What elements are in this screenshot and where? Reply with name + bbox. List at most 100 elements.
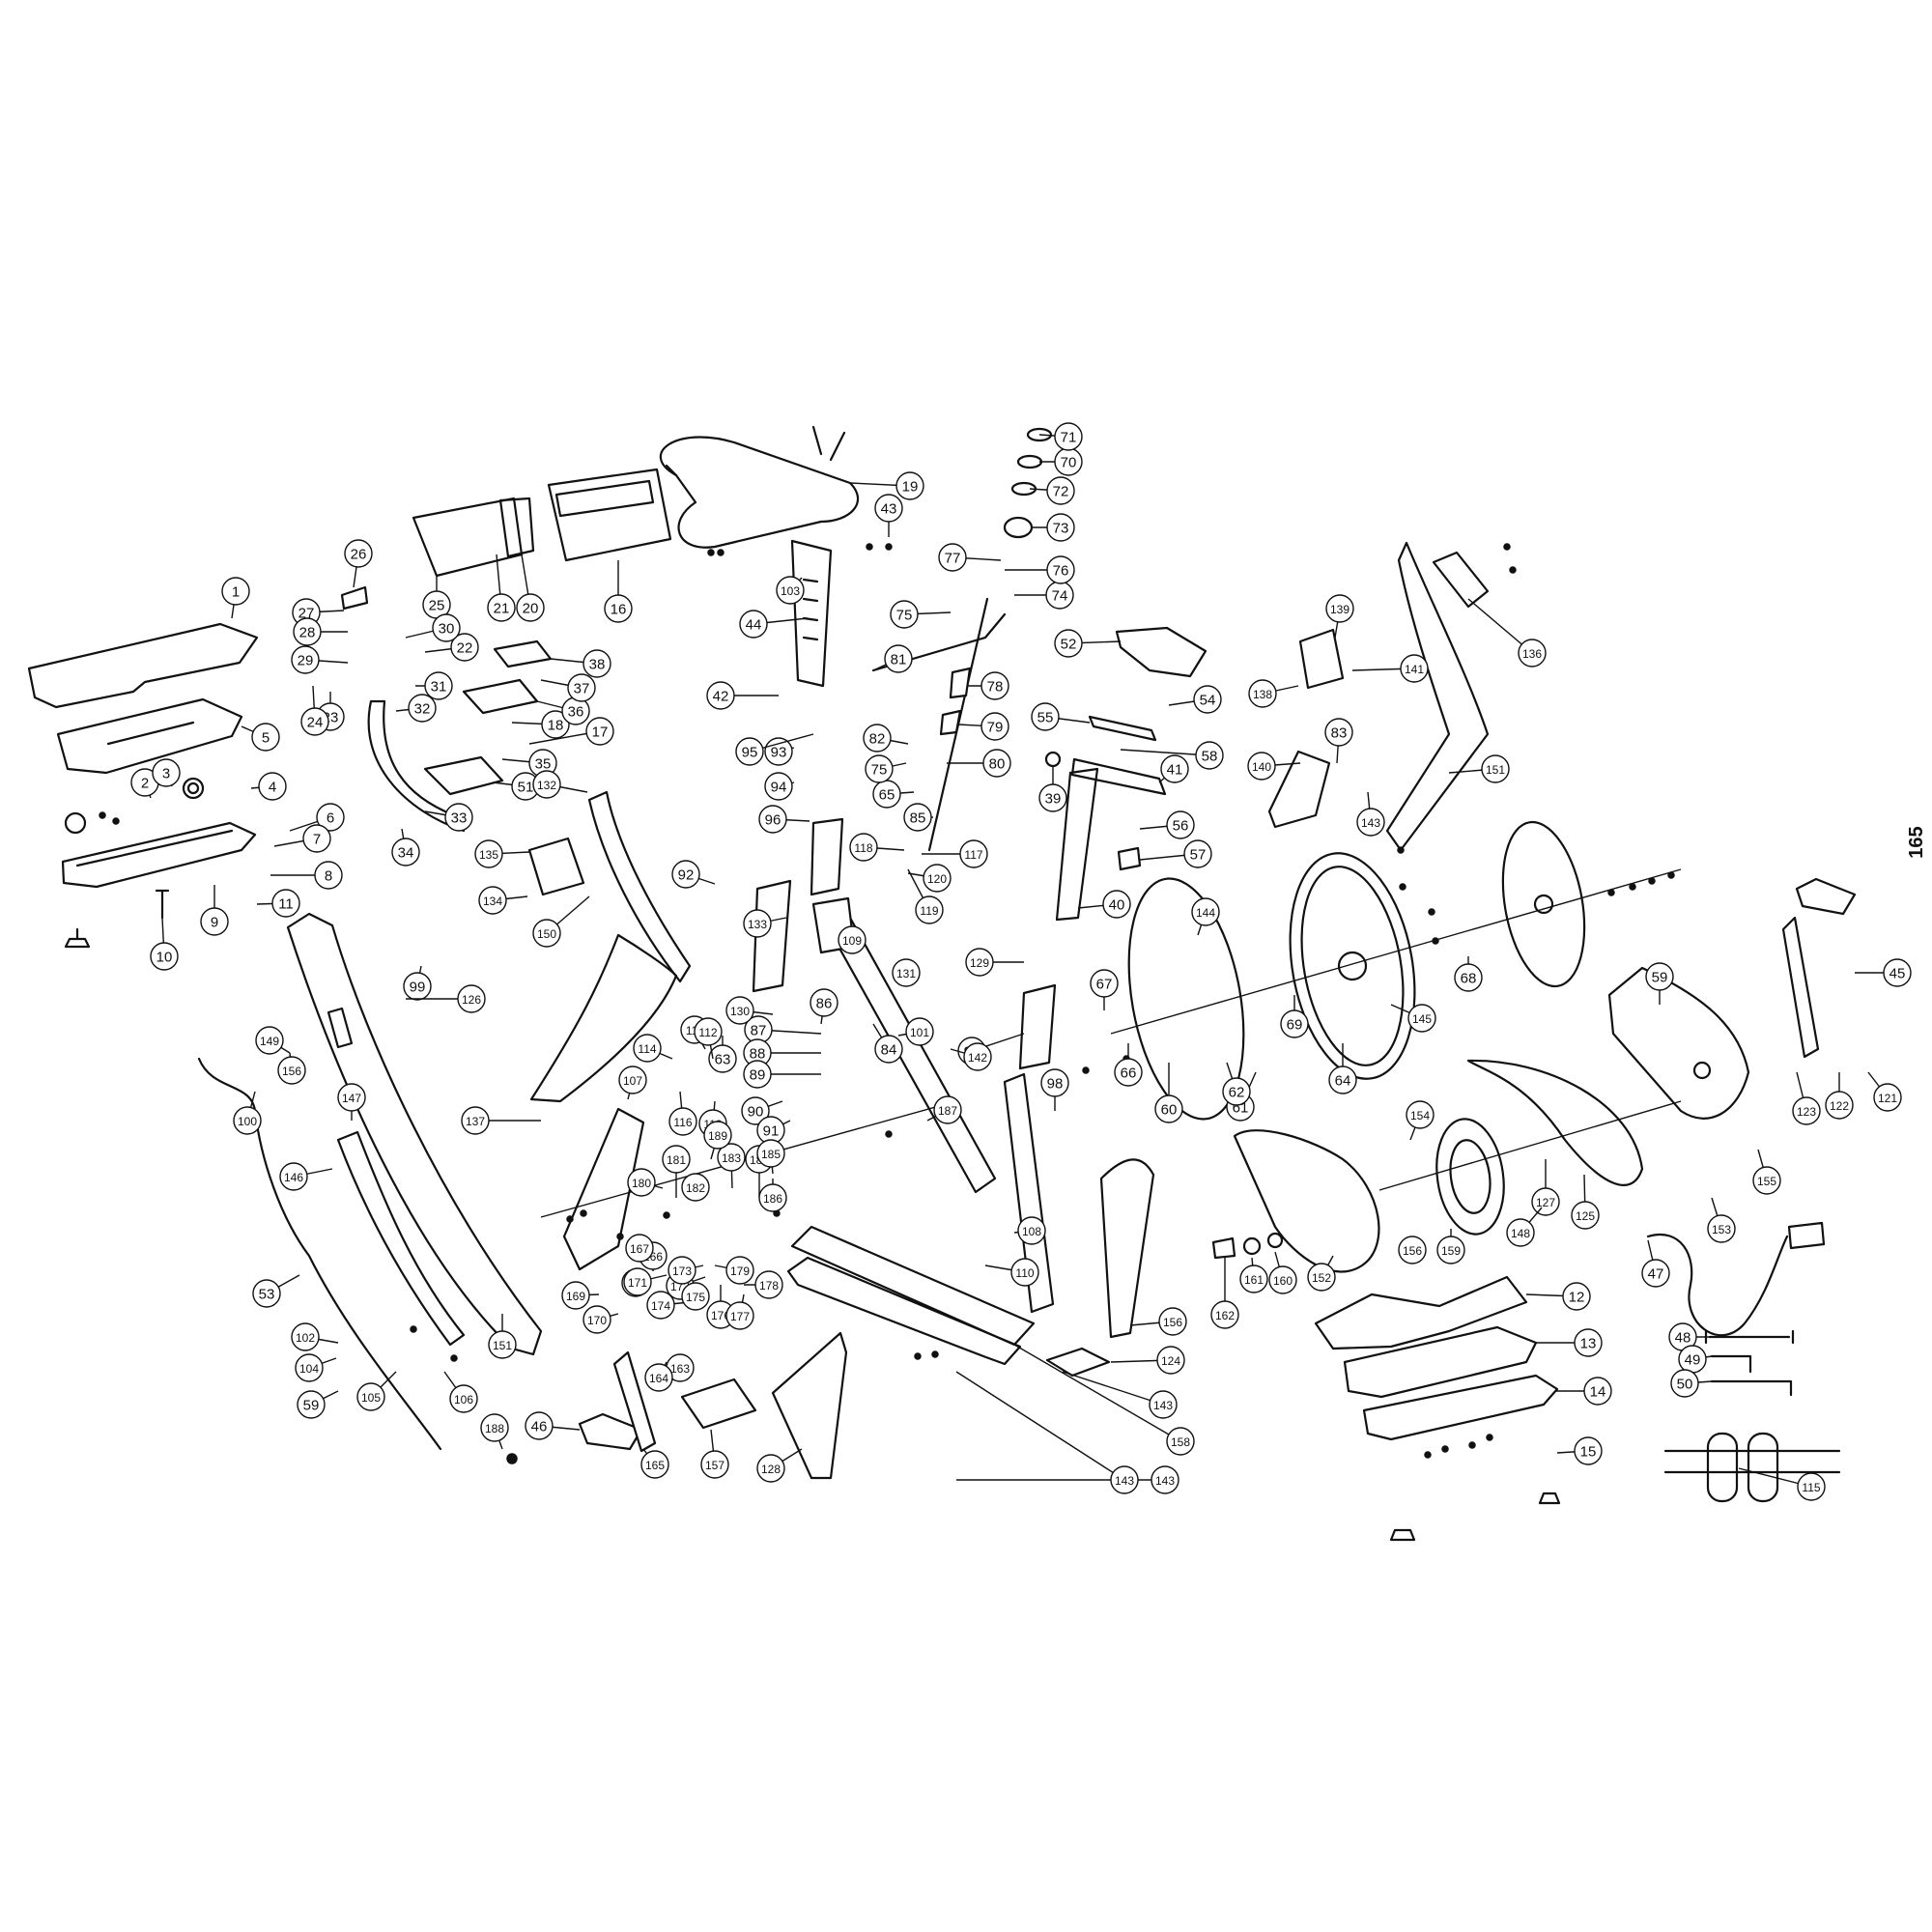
callout-circle (516, 593, 545, 622)
callout-circle (461, 1106, 490, 1135)
part-78-bushing (949, 667, 972, 699)
callout-circle (681, 1173, 710, 1202)
callout-circle (863, 724, 892, 753)
callout-84: 84 (872, 1023, 903, 1064)
callout-177: 177 (725, 1293, 754, 1330)
callout-140: 140 (1247, 752, 1301, 781)
callout-label: 174 (651, 1299, 670, 1313)
callout-label: 136 (1522, 647, 1542, 661)
callout-label: 24 (307, 715, 324, 731)
callout-59: 59 (297, 1390, 339, 1419)
callout-label: 27 (298, 606, 315, 622)
callout-123: 123 (1792, 1071, 1821, 1125)
callout-39: 39 (1038, 767, 1067, 812)
callout-label: 79 (987, 720, 1004, 736)
callout-circle (890, 600, 919, 629)
callout-92: 92 (671, 860, 716, 889)
callout-circle (1154, 1094, 1183, 1123)
callout-circle (480, 1413, 509, 1442)
axle-line-pulley (1378, 1100, 1682, 1191)
callout-circle (567, 673, 596, 702)
callout-99: 99 (403, 965, 432, 1001)
callout-label: 143 (1155, 1474, 1175, 1488)
callout-circle (874, 1035, 903, 1064)
callout-circle (640, 1450, 669, 1479)
callout-21: 21 (487, 554, 516, 622)
part-19-handlebar (659, 436, 860, 549)
callout-circle (959, 839, 988, 868)
callout-circle (764, 737, 793, 766)
callout-label: 178 (759, 1279, 779, 1293)
callout-circle (1054, 422, 1083, 451)
callout-label: 169 (566, 1290, 585, 1303)
callout-label: 181 (667, 1153, 686, 1167)
callout-182: 182 (681, 1173, 710, 1202)
callout-152: 152 (1307, 1255, 1336, 1292)
callout-130: 130 (725, 996, 774, 1025)
callout-label: 104 (299, 1362, 319, 1376)
callout-circle (561, 1281, 590, 1310)
callout-circle (1325, 594, 1354, 623)
callout-circle (644, 1363, 673, 1392)
callout-60: 60 (1154, 1063, 1183, 1123)
callout-circle (625, 1234, 654, 1263)
callout-label: 142 (968, 1051, 987, 1065)
callout-label: 95 (742, 745, 758, 761)
callout-label: 51 (518, 780, 534, 796)
callout-25: 25 (422, 576, 451, 619)
callout-133: 133 (743, 909, 787, 938)
part-callouts: 1234567891011121314151617181920212223242… (130, 422, 1912, 1501)
callout-155: 155 (1752, 1149, 1781, 1195)
callout-183: 183 (717, 1143, 746, 1189)
part-51-plate (423, 755, 504, 796)
callout-circle (646, 1291, 675, 1320)
callout-label: 138 (1253, 688, 1272, 701)
callout-53: 53 (252, 1274, 300, 1308)
callout-34: 34 (391, 828, 420, 867)
callout-circle (1191, 897, 1220, 926)
callout-139: 139 (1325, 594, 1354, 639)
callout-label: 150 (537, 927, 556, 941)
callout-circle (1268, 1265, 1297, 1294)
callout-circle (1454, 963, 1483, 992)
callout-circle (582, 649, 611, 678)
callout-circle (668, 1256, 696, 1285)
callout-label: 59 (303, 1398, 320, 1414)
callout-circle (1114, 1058, 1143, 1087)
callout-label: 116 (673, 1116, 692, 1129)
callout-label: 146 (284, 1171, 303, 1184)
callout-label: 17 (592, 724, 609, 741)
callout-circle (271, 889, 300, 918)
callout-circle (1046, 555, 1075, 584)
callout-14: 14 (1555, 1377, 1612, 1406)
part-115-strap (1663, 1449, 1841, 1474)
callout-label: 127 (1536, 1196, 1555, 1209)
part-128-cover (1099, 1158, 1155, 1339)
callout-label: 134 (483, 895, 502, 908)
callout-79: 79 (957, 712, 1009, 741)
callout-label: 131 (896, 967, 916, 980)
callout-label: 133 (748, 918, 767, 931)
callout-circle (1046, 513, 1075, 542)
callout-circle (735, 737, 764, 766)
callout-169: 169 (561, 1281, 600, 1310)
part-10-bolt (155, 889, 170, 920)
part-48-wrench (1704, 1329, 1795, 1345)
callout-label: 185 (761, 1148, 781, 1161)
callout-circle (1752, 1166, 1781, 1195)
callout-circle (915, 895, 944, 924)
callout-circle (756, 1139, 785, 1168)
callout-circle (152, 758, 181, 787)
part-33-arm (367, 699, 466, 833)
callout-121: 121 (1867, 1071, 1902, 1112)
callout-label: 94 (771, 780, 787, 796)
callout-82: 82 (863, 724, 909, 753)
callout-label: 1 (232, 584, 240, 601)
callout-circle (1670, 1369, 1699, 1398)
callout-circle (1307, 1263, 1336, 1292)
callout-186: 186 (758, 1179, 787, 1212)
part-161-washer (1266, 1232, 1284, 1249)
callout-label: 103 (781, 584, 800, 598)
callout-circle (741, 1096, 770, 1125)
part-60-disk (1127, 877, 1245, 1121)
